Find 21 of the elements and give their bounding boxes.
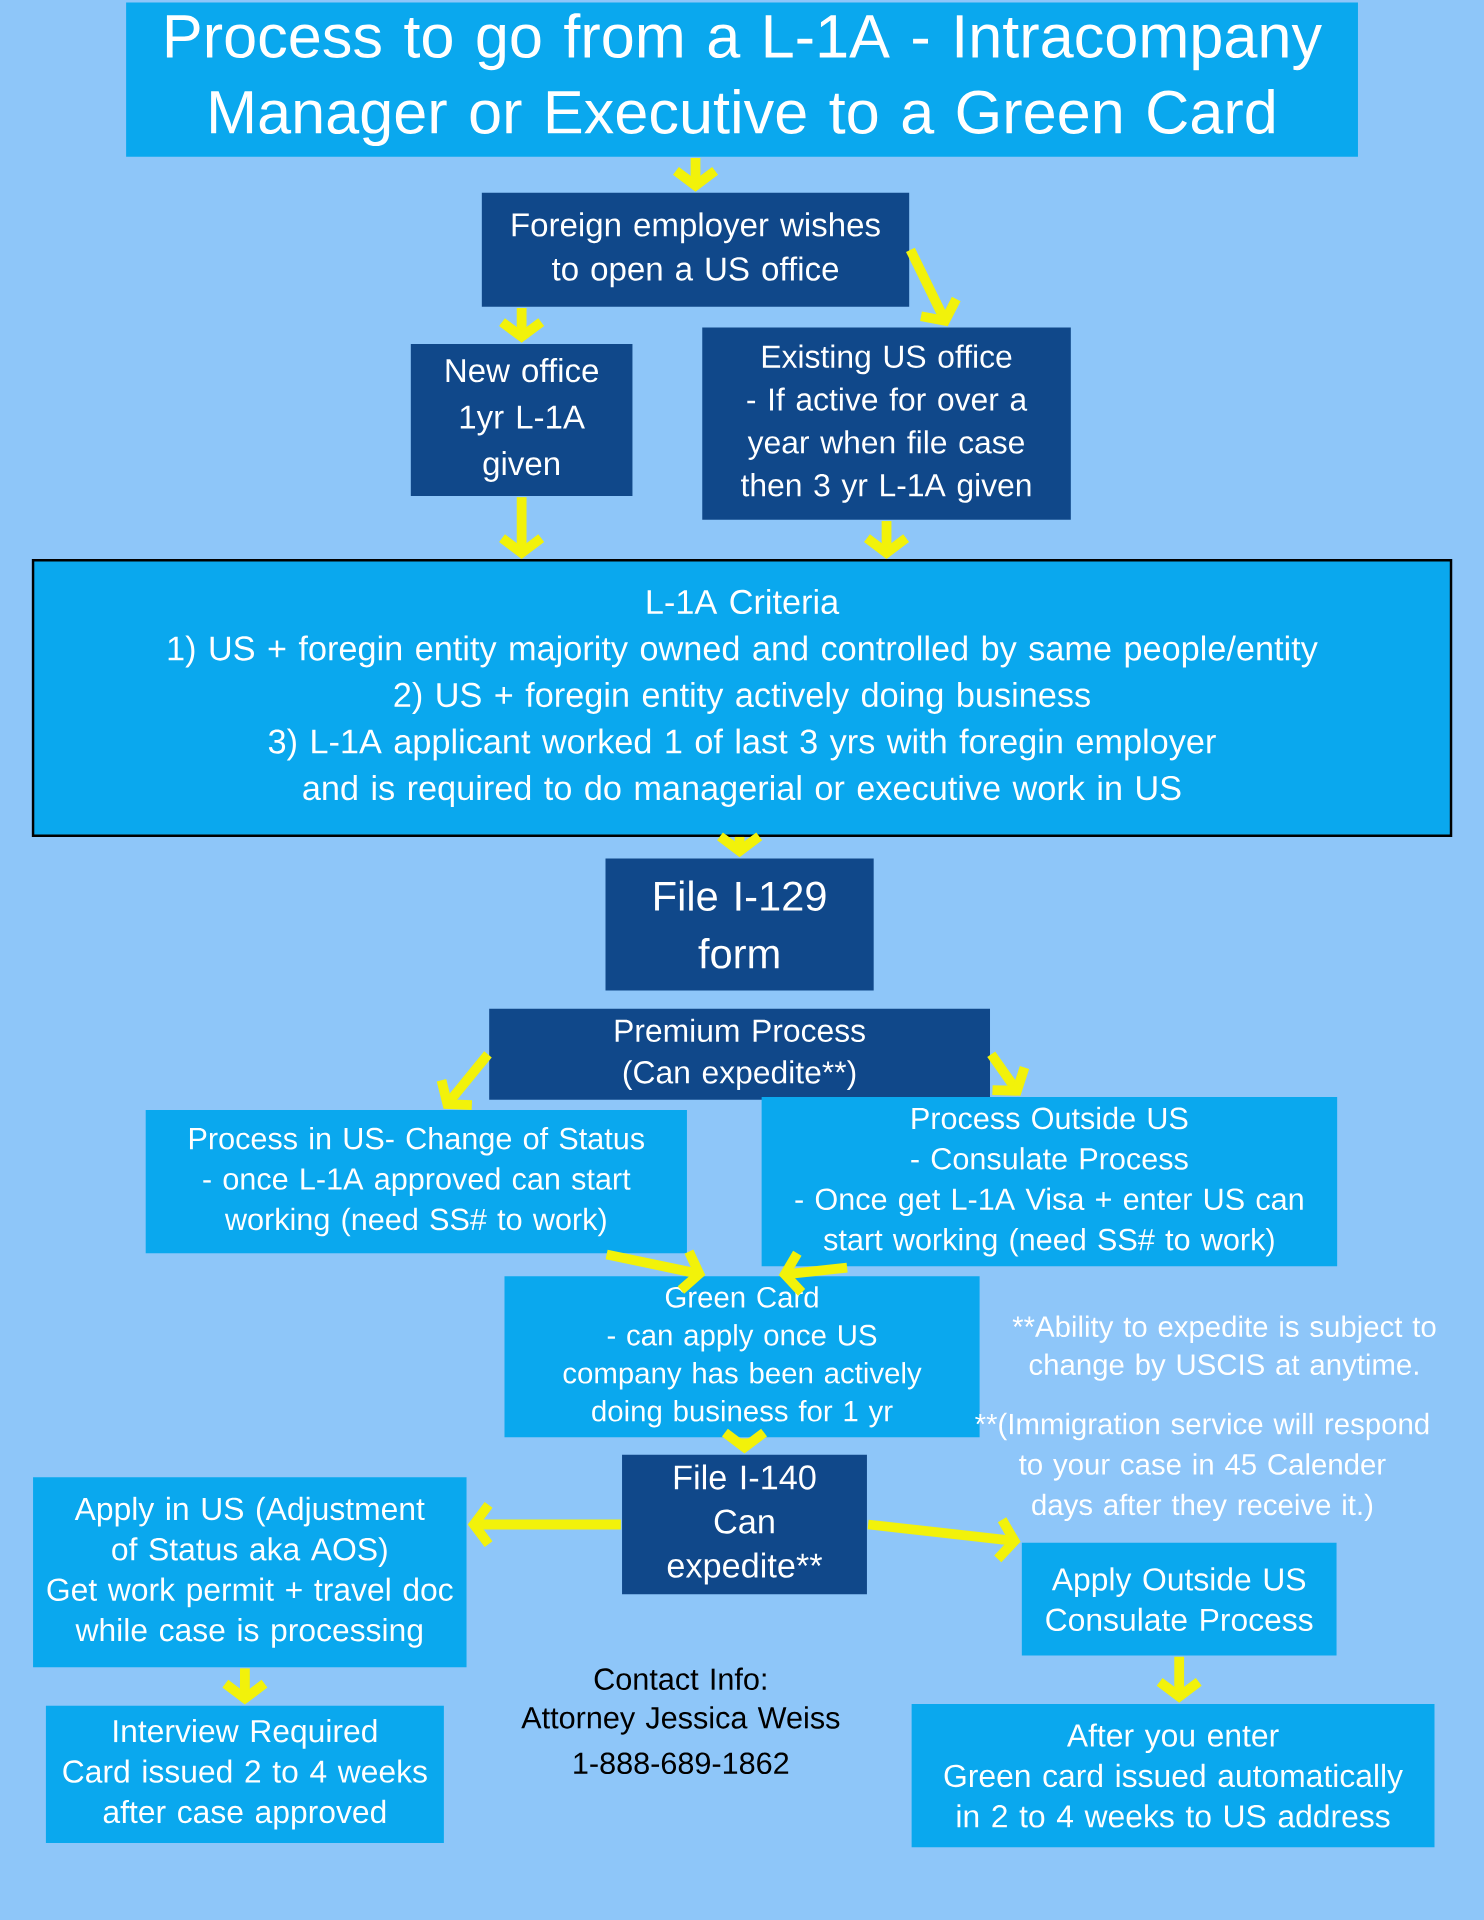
process-box: New office 1yr L-1A given bbox=[410, 344, 633, 496]
process-box: Foreign employer wishes to open a US office bbox=[481, 192, 910, 307]
process-box: Apply in US (Adjustment of Status aka AOS) Get work permit + travel doc while case is processing bbox=[33, 1477, 467, 1668]
arrow bbox=[467, 1501, 621, 1548]
process-box: File I-140 Can expedite** bbox=[622, 1454, 867, 1595]
footnote-text: **Ability to expedite is subject to change by USCIS at anytime. bbox=[1012, 1315, 1436, 1381]
arrow bbox=[867, 1517, 1021, 1563]
arrow bbox=[605, 1249, 706, 1294]
process-box: Process in US- Change of Status - once L-1A approved can start working (need SS# to work) bbox=[145, 1110, 687, 1254]
process-box: Process Outside US - Consulate Process - Once get L-1A Visa + enter US can start working (need SS# to work) bbox=[761, 1096, 1338, 1267]
title-box: Process to go from a L-1A - Intracompany Manager or Executive to a Green Card bbox=[126, 2, 1358, 157]
process-box: File I-129 form bbox=[605, 858, 874, 991]
process-box: After you enter Green card issued automatically in 2 to 4 weeks to US address bbox=[911, 1703, 1435, 1848]
contact-text: 1-888-689-1862 bbox=[574, 1752, 789, 1775]
process-box: Apply Outside US Consulate Process bbox=[1021, 1542, 1337, 1656]
process-box: Premium Process (Can expedite**) bbox=[489, 1008, 990, 1100]
contact-text: Attorney Jessica Weiss bbox=[521, 1706, 840, 1735]
process-box: Existing US office - If active for over a year when file case then 3 yr L-1A given bbox=[702, 327, 1071, 520]
process-box: Interview Required Card issued 2 to 4 weeks after case approved bbox=[45, 1705, 444, 1843]
criteria-box: L-1A Criteria 1) US + foregin entity majority owned and controlled by same people/entity 2) US + foregin entity actively doing business 3) L-1A applicant worked 1 of last 3 yrs with foregin employer and is required to do managerial or executive work in US bbox=[31, 559, 1453, 837]
contact-text: Contact Info: bbox=[594, 1667, 766, 1690]
